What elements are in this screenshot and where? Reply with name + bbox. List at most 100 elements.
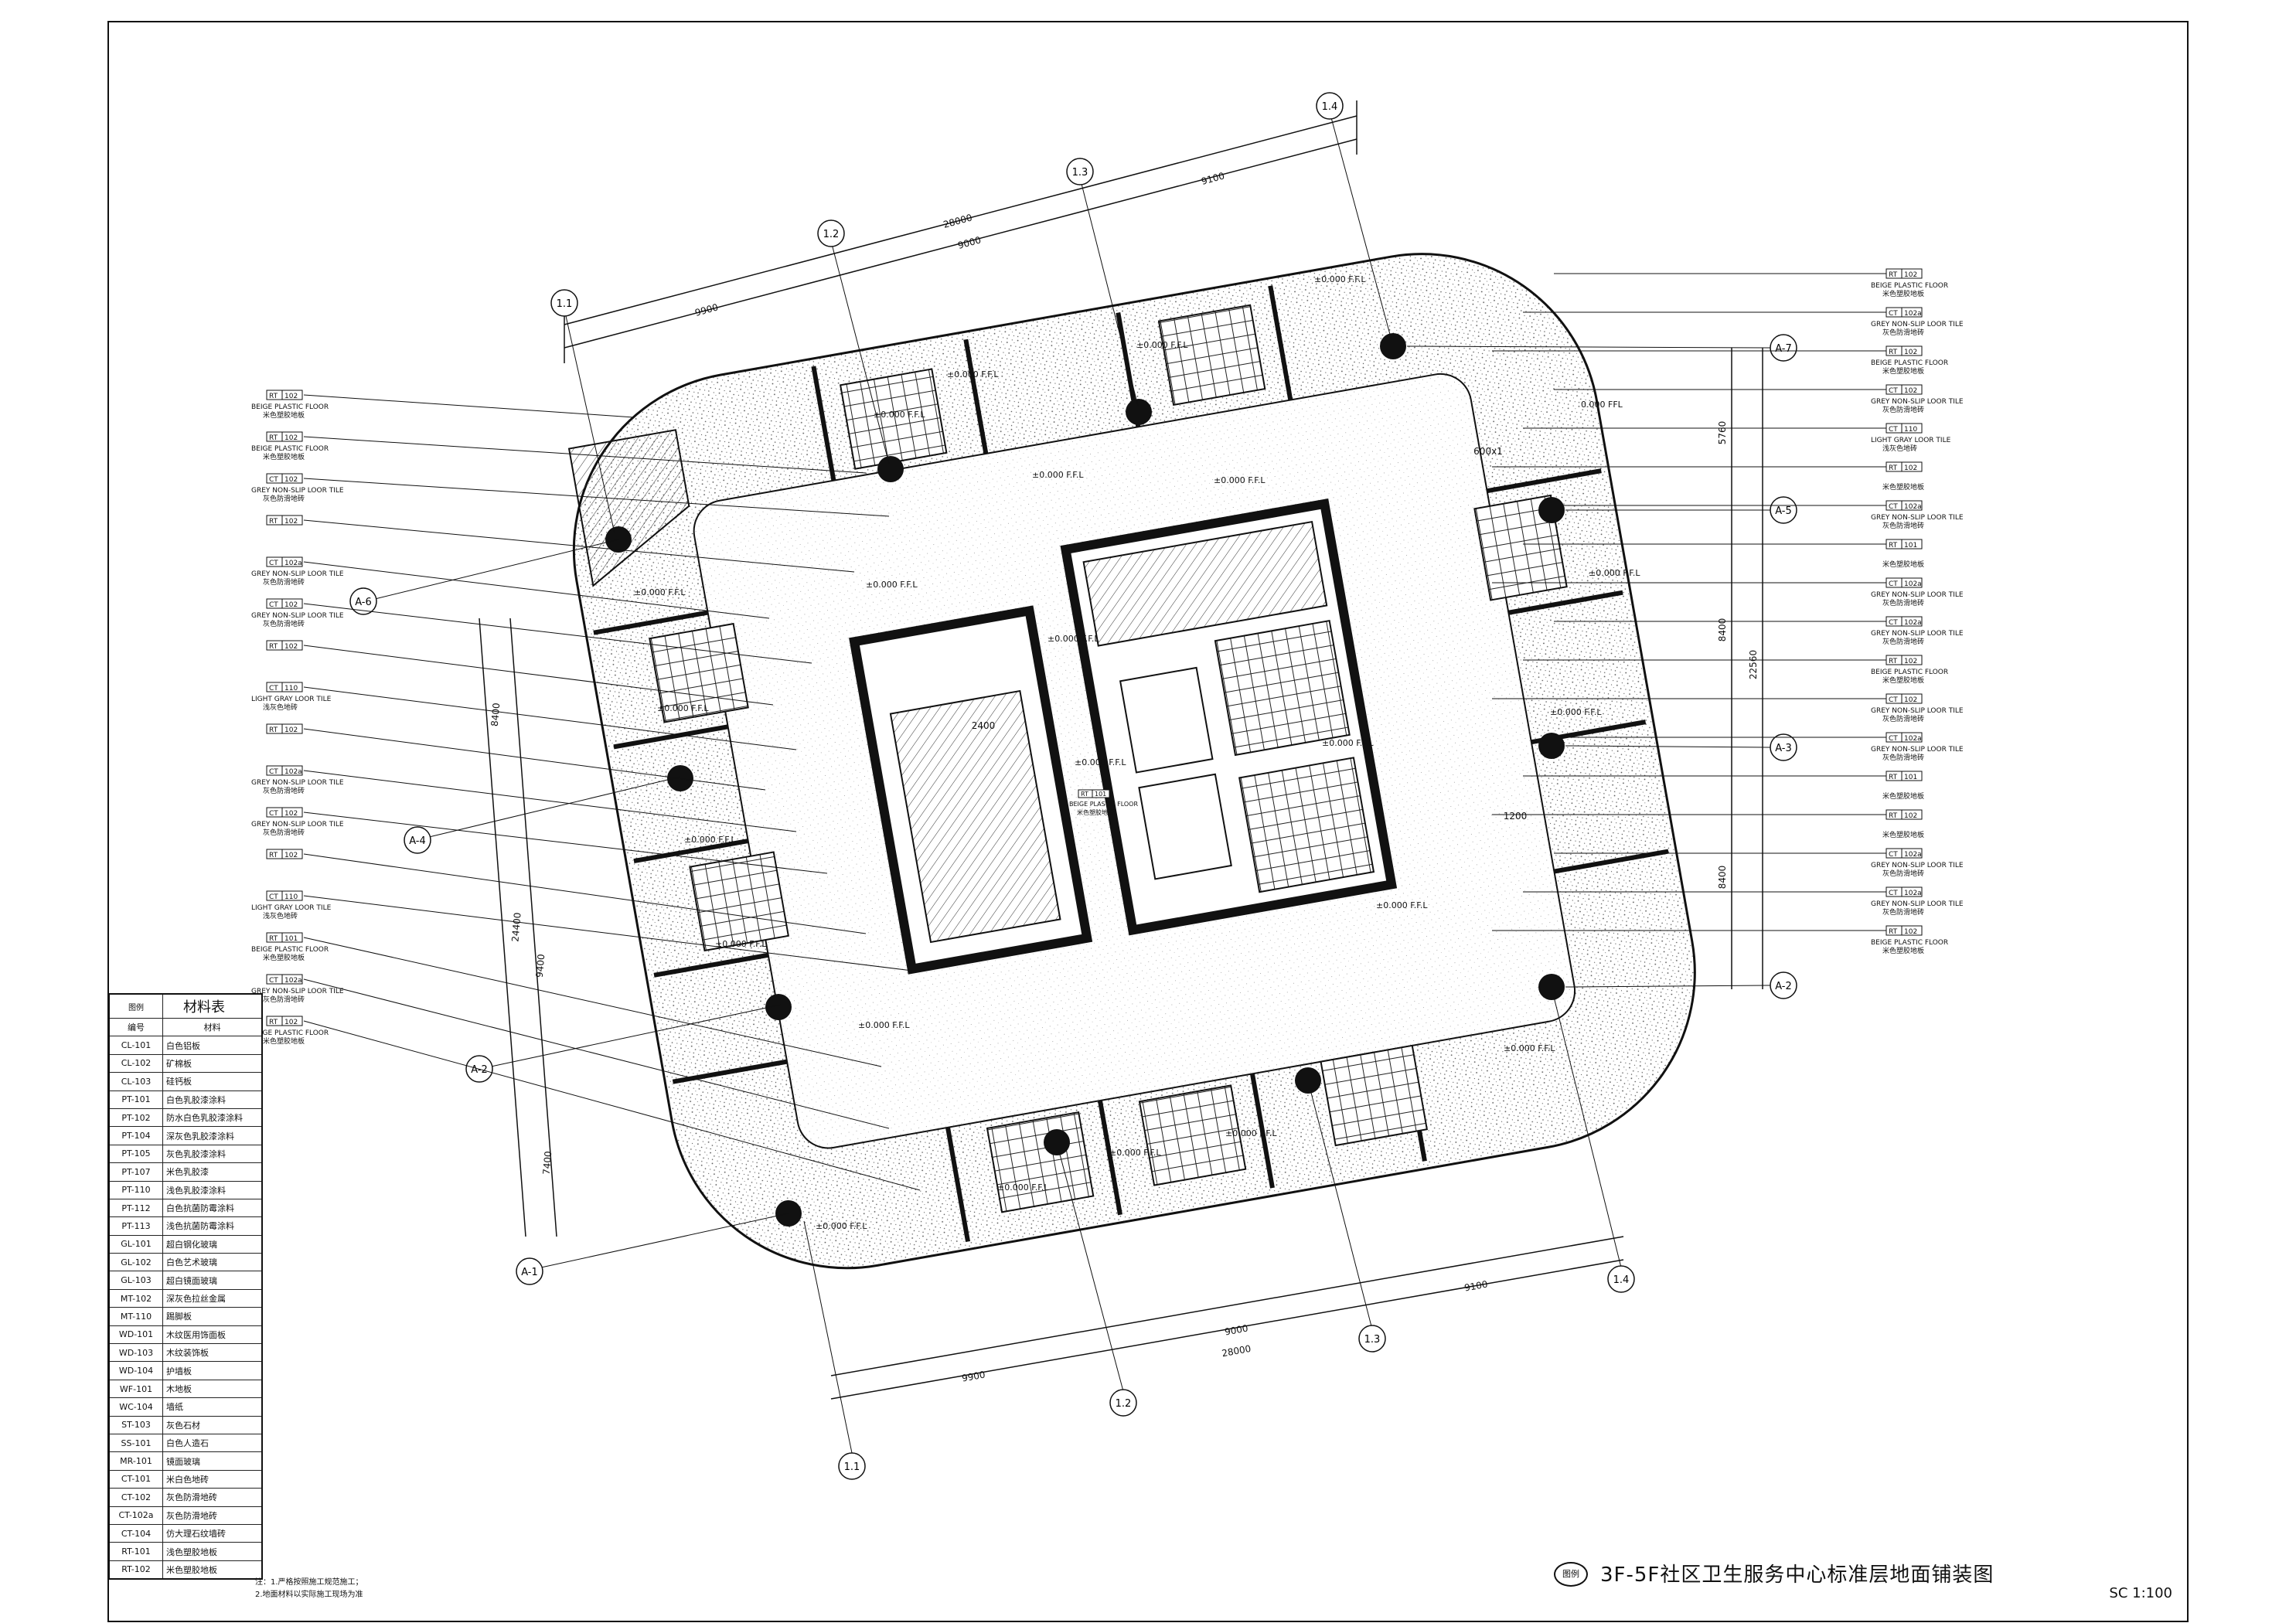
axis-bubble-bottom-4: 1.4 [1553,996,1635,1293]
axis-bubble-bottom-1: 1.1 [803,1220,866,1480]
col-name-head: 材料 [162,1017,263,1037]
callout-code: CT [1889,503,1898,511]
axis-bubble-right-a3: A-3 [1565,733,1797,761]
note-line-1: 注：1.严格按照施工规范施工； [255,1578,363,1587]
material-code: PT-110 [108,1180,163,1199]
callout-en: GREY NON-SLIP LOOR TILE [1871,900,1964,908]
callout-code: RT [269,434,278,442]
material-name: 浅色抗菌防霉涂料 [162,1216,263,1236]
callout-cn: 浅灰色地砖 [263,911,298,920]
material-code: WF-101 [108,1379,163,1399]
material-code: PT-101 [108,1090,163,1109]
axis-bubble-top-3: 1.3 [1066,158,1139,407]
callout-num: 102 [284,1019,298,1026]
callout-code: CT [1889,619,1898,627]
callout-en: GREY NON-SLIP LOOR TILE [251,988,344,995]
material-code: GL-102 [108,1253,163,1272]
material-name: 深灰色拉丝金属 [162,1288,263,1308]
axis-bubble-right-a7: A-7 [1406,334,1797,362]
title-logo: 图例 [1554,1562,1588,1587]
callout-num: 102a [284,768,302,776]
axis-bubble-left-a4: A-4 [404,776,681,854]
level-tag: ±0.000 F.F.L [1048,634,1099,644]
svg-text:1.2: 1.2 [1116,1398,1132,1410]
callout-en: GREY NON-SLIP LOOR TILE [1871,746,1964,754]
callout-code: RT [269,393,278,400]
core-right-toilet-2 [1238,757,1375,893]
material-code: CT-101 [108,1469,163,1489]
material-code: GL-103 [108,1271,163,1290]
level-tag: ±0.000 F.F.L [1032,470,1084,480]
callout-code: RT [1889,542,1898,550]
callout-num: 102 [284,476,298,484]
material-code: WD-101 [108,1325,163,1345]
material-code: PT-107 [108,1162,163,1182]
material-name: 白色铝板 [162,1036,263,1055]
material-code: MR-101 [108,1451,163,1471]
drawing-scale: SC 1:100 [2109,1585,2172,1601]
callout-en: GREY NON-SLIP LOOR TILE [251,779,344,787]
level-tag: ±0.000 F.F.L [1322,738,1374,748]
callout-num: 102 [1904,812,1917,820]
callout-code: RT [269,1019,278,1026]
callout-num: 102 [1904,658,1917,665]
svg-text:A-3: A-3 [1775,743,1792,754]
callout-en: GREY NON-SLIP LOOR TILE [1871,630,1964,638]
callout-code: RT [269,518,278,526]
callout-en: BEIGE PLASTIC FLOOR [251,445,329,453]
callout-num: 102 [1904,349,1917,356]
svg-text:A-4: A-4 [409,835,426,847]
callout-num: 102a [284,560,302,567]
callout-cn: 灰色防滑地砖 [1882,328,1924,337]
svg-text:A-7: A-7 [1775,343,1792,355]
materials-table-title: 材料表 [162,993,263,1019]
callout-num: 110 [284,685,298,692]
callout-num: 102 [284,726,298,734]
material-name: 灰色乳胶漆涂料 [162,1144,263,1164]
axis-bubble-left-a1: A-1 [516,1213,789,1285]
callout-code: CT [1889,735,1898,743]
callout-en: GREY NON-SLIP LOOR TILE [251,570,344,578]
callout-en: LIGHT GRAY LOOR TILE [1871,437,1951,444]
core-right-toilet [1214,619,1351,757]
callout-cn: 米色塑胶地板 [1882,675,1924,685]
callout-en: GREY NON-SLIP LOOR TILE [1871,707,1964,715]
callout-en: BEIGE PLASTIC FLOOR [251,1029,329,1037]
callout-en: GREY NON-SLIP LOOR TILE [1871,591,1964,599]
dim-bottom-9900: 9900 [961,1370,986,1384]
sheet-border [107,21,2189,1622]
callout-code: RT [1889,464,1898,472]
dim-left-7400: 7400 [541,1151,554,1176]
material-name: 超白钢化玻璃 [162,1234,263,1254]
callout-en: BEIGE PLASTIC FLOOR [1871,359,1948,367]
note-line-2: 2.地面材料以实际施工现场为准 [255,1591,363,1599]
callout-code: CT [269,560,278,567]
svg-text:A-2: A-2 [1775,981,1792,992]
svg-text:1.1: 1.1 [844,1461,860,1473]
callout-cn: 米色塑胶地板 [263,452,305,461]
material-name: 灰色防滑地砖 [162,1488,263,1507]
callout-num: 101 [1904,542,1917,550]
